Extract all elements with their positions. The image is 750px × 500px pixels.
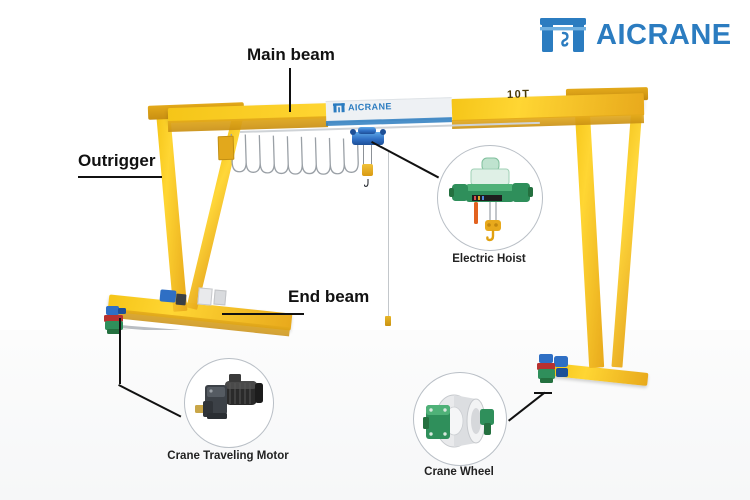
leader-outrigger (78, 176, 162, 178)
hook-icon (363, 175, 372, 187)
junction-box (175, 293, 187, 306)
lowering-rope (388, 150, 390, 318)
trolley-hoist (352, 132, 384, 145)
hoist-rope-a (363, 145, 364, 165)
outrigger-right-outer (574, 95, 605, 368)
callout-crane-traveling-motor: Crane Traveling Motor (163, 358, 293, 464)
trolley-hoist-wheel-right (380, 129, 386, 135)
electric-hoist-label: Electric Hoist (452, 253, 526, 265)
annotation-end-beam-label: End beam (288, 287, 370, 306)
gantry-crane-hook-icon (540, 16, 586, 54)
outrigger-left-outer (156, 111, 188, 312)
callout-crane-traveling-motor-caption: Crane Traveling Motor (163, 450, 293, 462)
callout-crane-wheel-caption: Crane Wheel (396, 466, 522, 478)
annotation-end-beam: End beam (288, 287, 369, 307)
callout-electric-hoist-caption: Electric Hoist (430, 253, 548, 265)
crane-wheel-label: Crane Wheel (424, 466, 494, 478)
callout-crane-wheel: Crane Wheel (396, 372, 522, 480)
callout-electric-hoist: Electric Hoist (430, 145, 548, 270)
leg-base-motor (159, 289, 177, 303)
floor-plane (0, 330, 750, 500)
crane-traveling-motor-bubble (184, 358, 274, 448)
trolley-hoist-drum (358, 127, 376, 134)
left-wheel-assembly (104, 306, 130, 336)
hoist-rope-b (371, 145, 372, 165)
festoon-cable (229, 128, 364, 183)
annotation-outrigger: Outrigger (78, 151, 155, 171)
festoon-end-bracket (217, 135, 235, 161)
crane-traveling-motor-label: Crane Traveling Motor (167, 450, 289, 462)
trolley-hoist-wheel-left (350, 129, 356, 135)
outrigger-right-inner (611, 99, 643, 368)
crane-wheel-bubble (413, 372, 507, 466)
beam-brand-text: AICRANE (332, 101, 392, 113)
leader-motor-vertical (119, 318, 121, 384)
capacity-text: 10T (506, 88, 531, 101)
beam-brand-label: AICRANE (347, 101, 392, 113)
leader-electric-hoist (371, 141, 440, 179)
leader-end-beam (222, 313, 304, 315)
hook-block (362, 164, 373, 176)
right-wheel-assembly (536, 352, 572, 386)
annotation-main-beam: Main beam (247, 45, 335, 65)
electric-hoist-bubble (437, 145, 543, 251)
brand-logo: AICRANE (540, 16, 732, 54)
leader-main-beam (289, 68, 291, 112)
control-box-a (197, 287, 213, 306)
control-box-b (213, 289, 227, 306)
brand-name: AICRANE (596, 18, 732, 51)
annotation-main-beam-label: Main beam (247, 45, 335, 64)
lower-hook (385, 316, 391, 326)
beam-logo-icon (332, 103, 345, 113)
leader-crane-wheel-tail (534, 392, 552, 394)
capacity-label: 10T (507, 88, 531, 101)
annotation-outrigger-label: Outrigger (78, 151, 156, 170)
